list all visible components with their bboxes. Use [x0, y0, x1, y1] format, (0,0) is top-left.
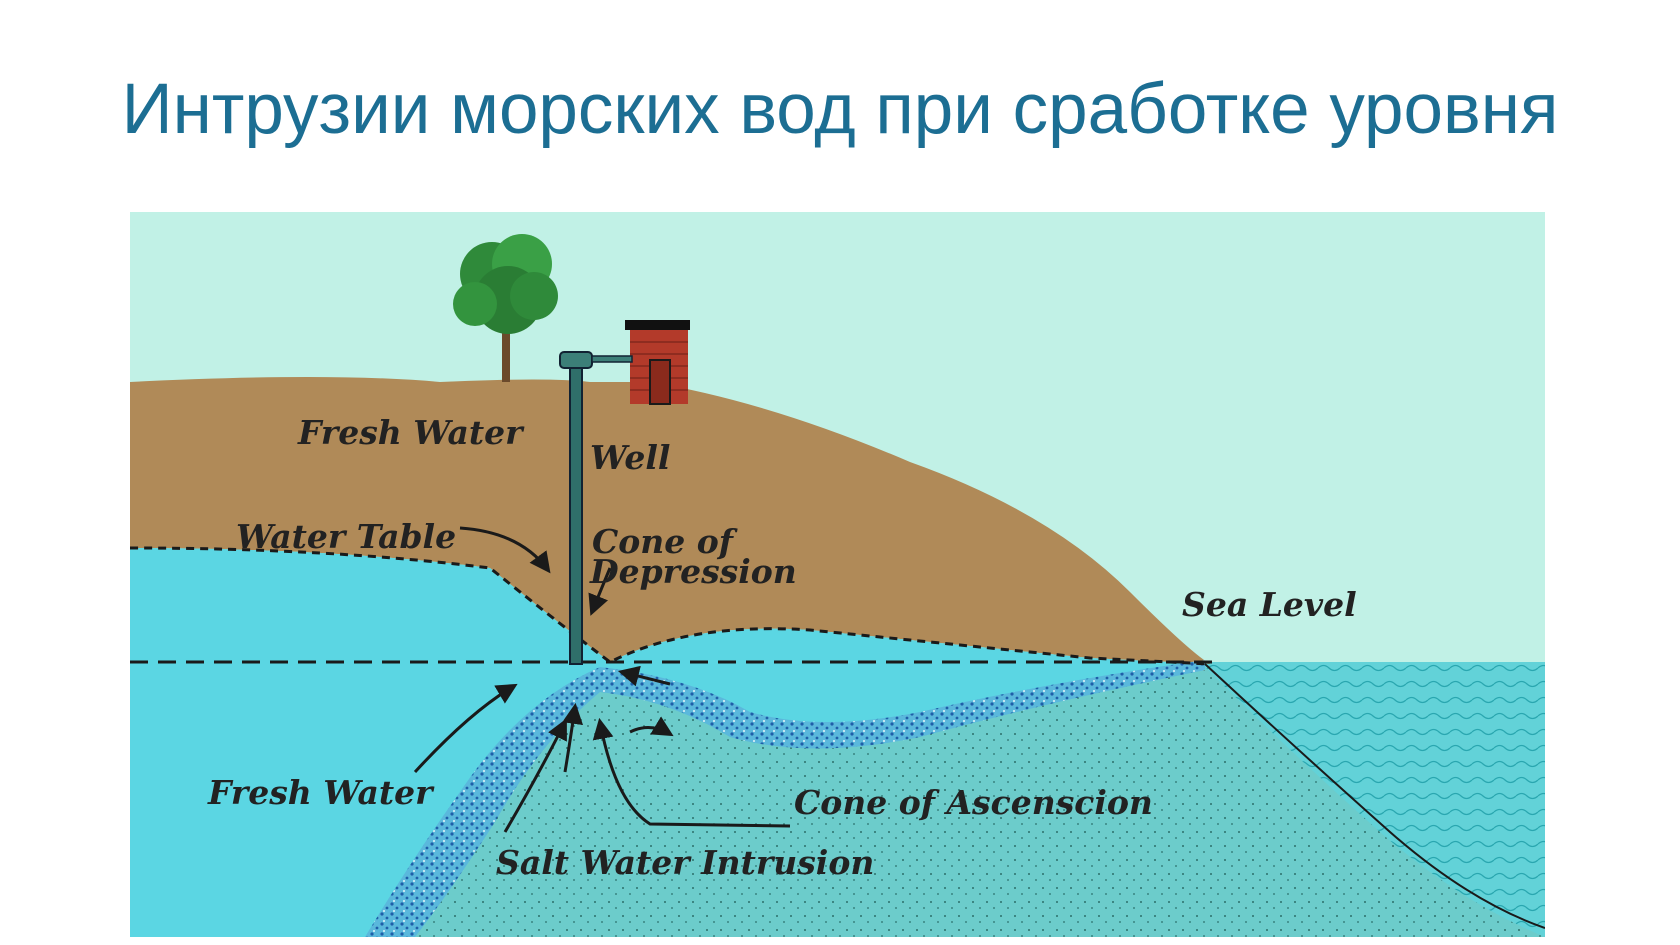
salt-arrow-center [562, 702, 584, 773]
label-cone-of-depression-1: Cone of [592, 522, 738, 561]
label-salt-water-intrusion: Salt Water Intrusion [496, 843, 874, 882]
water-table-line [130, 546, 1211, 666]
fresh-water-arrow [413, 683, 518, 774]
cone-depression-arrow [588, 567, 612, 616]
soil-layer [130, 377, 1210, 664]
label-sea-level: Sea Level [1182, 585, 1357, 624]
transition-zone [365, 660, 1205, 937]
label-cone-of-depression-2: Depression [589, 552, 797, 591]
brick-house [625, 320, 690, 405]
cone-ascension-arrow [592, 717, 791, 828]
salt-arrow-left [503, 718, 567, 833]
well-pipe [559, 351, 633, 665]
label-water-table: Water Table [236, 517, 456, 556]
slide-title: Интрузии морских вод при сработке уровня [121, 70, 1559, 149]
inflow-arrow-right [617, 665, 671, 687]
water-table-arrow [459, 526, 551, 574]
fresh-water-zone [130, 548, 1210, 937]
tree [453, 234, 558, 382]
ascension-arrow-2 [629, 716, 674, 737]
label-cone-of-ascension: Cone of Ascenscion [794, 783, 1153, 822]
label-fresh-water-bottom: Fresh Water [207, 773, 435, 812]
label-fresh-water-top: Fresh Water [297, 413, 525, 452]
label-well: Well [590, 438, 670, 477]
seabed-slope [1204, 663, 1545, 929]
groundwater-diagram: Fresh Water Well Water Table Cone of Dep… [130, 212, 1545, 937]
